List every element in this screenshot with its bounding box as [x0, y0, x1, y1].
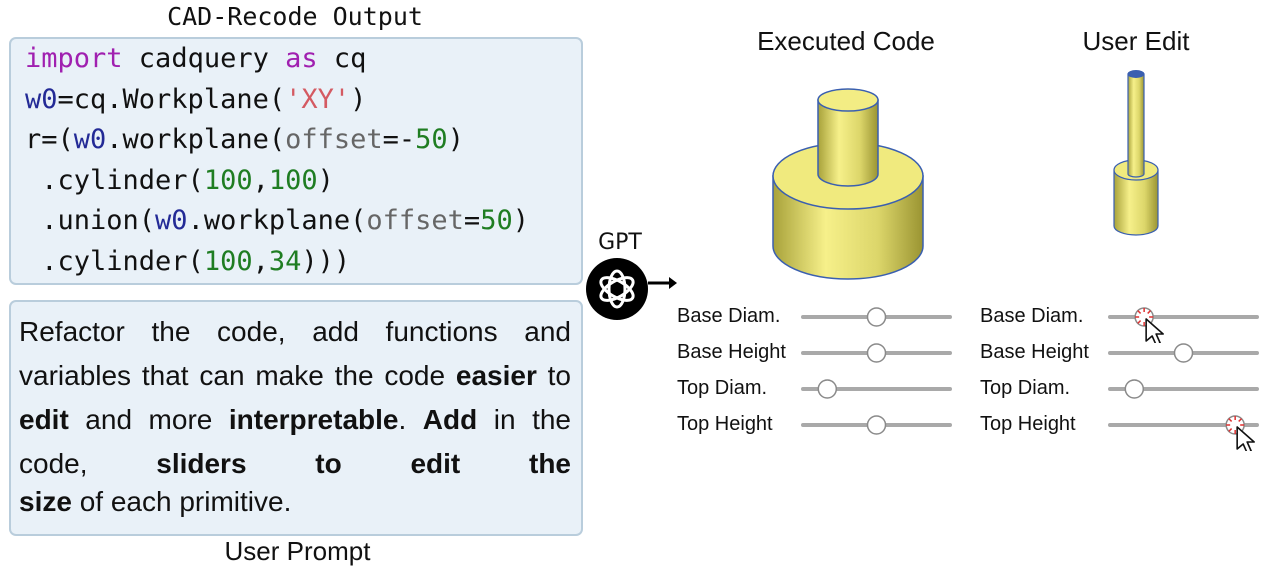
slider-label: Top Diam.	[980, 377, 1071, 399]
code-token: import	[25, 43, 123, 74]
slider[interactable]	[793, 375, 970, 415]
code-token: as	[285, 43, 318, 74]
slider-label: Base Diam.	[677, 305, 781, 327]
code-token: .union(	[25, 205, 156, 236]
top-cylinder-cap	[1127, 70, 1145, 78]
prompt-text-last-line: size of each primitive.	[19, 486, 291, 518]
code-token: .workplane(	[187, 205, 367, 236]
prompt-bold-text: edit	[19, 404, 69, 435]
base-cylinder-side	[1113, 169, 1159, 236]
slider-label: Base Height	[677, 341, 786, 363]
code-token: r=(	[25, 124, 74, 155]
prompt-panel: Refactor the code, add functions and var…	[9, 300, 583, 536]
slider-knob[interactable]	[866, 343, 887, 363]
code-token: .cylinder(	[25, 164, 204, 196]
slider[interactable]	[1100, 375, 1270, 415]
code-token: )	[317, 164, 334, 196]
prompt-text-run: .	[398, 404, 423, 435]
slider[interactable]	[793, 339, 970, 379]
slider-knob[interactable]	[866, 307, 887, 327]
user-edit-model-render	[1113, 70, 1159, 236]
code-token: )	[512, 205, 529, 236]
code-token: 100	[268, 164, 318, 196]
prompt-text-run: and more	[68, 404, 229, 435]
code-token: ,	[252, 164, 269, 196]
slider-knob[interactable]	[817, 379, 838, 399]
code-token: .cylinder(	[25, 245, 204, 277]
top-cylinder-side	[817, 99, 879, 187]
code-token: 100	[203, 164, 253, 196]
user-edit-title: User Edit	[1082, 26, 1190, 56]
slider-knob[interactable]	[866, 415, 887, 435]
code-line: import cadquery as cq	[25, 43, 366, 74]
code-panel-title: CAD-Recode Output	[167, 2, 423, 31]
code-token: offset	[285, 124, 383, 155]
gpt-label: GPT	[598, 230, 642, 255]
code-token: w0	[73, 124, 107, 155]
top-cylinder-side	[1127, 73, 1145, 178]
code-line: .cylinder(100,100)	[25, 165, 334, 196]
slider[interactable]	[793, 303, 970, 343]
code-token: )	[447, 124, 464, 155]
slider[interactable]	[1100, 303, 1270, 343]
code-line: w0=cq.Workplane('XY')	[25, 84, 366, 115]
code-token: )))	[301, 245, 351, 277]
top-cylinder-cap	[817, 88, 879, 112]
code-token: 50	[415, 124, 448, 155]
openai-logo-icon	[586, 258, 648, 320]
code-token: 'XY'	[285, 83, 351, 115]
prompt-bold-text: interpretable	[228, 404, 399, 435]
slider[interactable]	[1100, 411, 1270, 451]
code-token: offset	[366, 205, 464, 236]
code-token: cq	[317, 43, 367, 74]
code-line: r=(w0.workplane(offset=-50)	[25, 124, 464, 155]
code-token: 50	[480, 205, 513, 236]
prompt-bold-text: Add	[422, 404, 478, 435]
code-token: )	[350, 83, 367, 115]
prompt-bold-text: size	[19, 486, 72, 517]
code-line: .union(w0.workplane(offset=50)	[25, 205, 529, 236]
prompt-text: Refactor the code, add functions and var…	[19, 310, 571, 486]
slider[interactable]	[793, 411, 970, 451]
slider-knob[interactable]	[1173, 343, 1194, 363]
slider-label: Base Height	[980, 341, 1089, 363]
mouse-pointer-icon	[1226, 416, 1255, 451]
code-token: ,	[252, 245, 269, 277]
code-token: cadquery	[122, 43, 286, 74]
prompt-text-run: of each primitive.	[71, 486, 292, 517]
slider-label: Top Height	[980, 413, 1076, 435]
slider-label: Top Diam.	[677, 377, 768, 399]
code-token: 100	[203, 245, 253, 277]
code-token: w0	[155, 205, 188, 236]
code-token: =	[463, 205, 481, 236]
code-token: =-	[382, 124, 416, 155]
code-line: .cylinder(100,34)))	[25, 246, 350, 277]
prompt-text-run: Refactor the code, add functions and var…	[19, 316, 571, 391]
prompt-bold-text: easier	[455, 360, 537, 391]
code-token: =cq.Workplane(	[57, 83, 286, 115]
slider[interactable]	[1100, 339, 1270, 379]
code-token: .workplane(	[106, 124, 286, 155]
prompt-caption: User Prompt	[224, 536, 371, 566]
slider-knob[interactable]	[1124, 379, 1145, 399]
prompt-text-run: to	[536, 360, 572, 391]
gpt-logo	[586, 258, 677, 320]
slider-label: Base Diam.	[980, 305, 1084, 327]
executed-model-render	[772, 88, 924, 280]
mouse-pointer-icon	[1135, 308, 1164, 343]
code-token: 34	[268, 245, 302, 277]
arrow-right-icon	[648, 277, 677, 289]
slider-label: Top Height	[677, 413, 773, 435]
prompt-text-run: in the code,	[19, 404, 571, 479]
executed-code-title: Executed Code	[757, 26, 935, 56]
code-token: w0	[25, 83, 58, 115]
prompt-bold-text: sliders to edit the	[156, 448, 571, 479]
